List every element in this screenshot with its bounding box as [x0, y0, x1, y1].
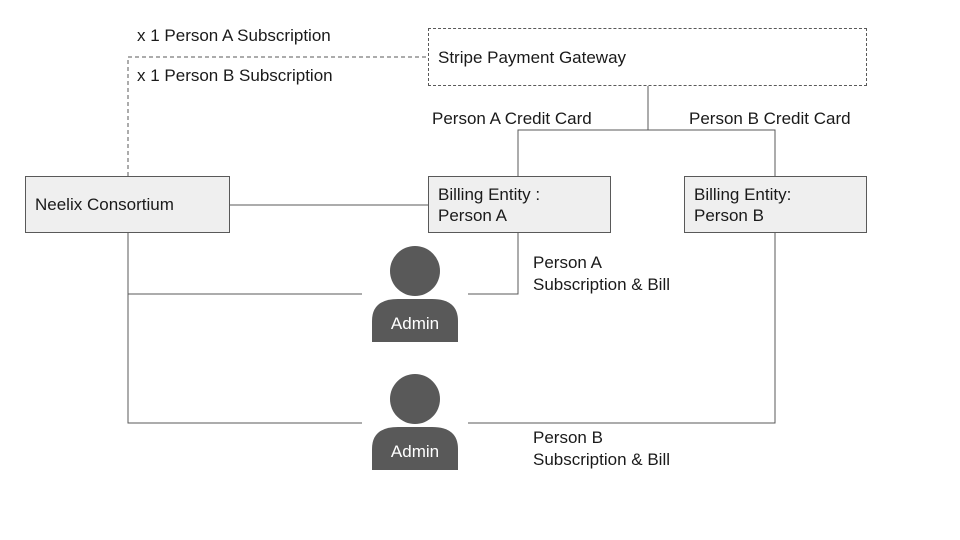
person-a-bill-line1: Person A — [533, 253, 602, 272]
person-b-subscription-label: x 1 Person B Subscription — [137, 66, 333, 85]
admin-person-b: Admin — [371, 371, 459, 471]
person-a-bill-label: Person A Subscription & Bill — [533, 252, 670, 296]
billing-a-admin-connector — [468, 233, 519, 295]
subscription-connector — [127, 56, 428, 176]
person-b-bill-line2: Subscription & Bill — [533, 450, 671, 469]
person-b-bill-line1: Person B — [533, 428, 603, 447]
person-b-bill-label: Person B Subscription & Bill — [533, 427, 670, 471]
neelix-admin-connector — [127, 233, 362, 424]
neelix-consortium-label: Neelix Consortium — [35, 195, 174, 214]
billing-entity-a-line2: Person A — [438, 205, 507, 225]
admin-label: Admin — [390, 442, 440, 461]
billing-entity-b-line1: Billing Entity: — [694, 184, 792, 204]
person-b-credit-card-label: Person B Credit Card — [689, 109, 851, 128]
stripe-gateway-box: Stripe Payment Gateway — [428, 28, 867, 86]
admin-person-a: Admin — [371, 243, 459, 343]
admin-label: Admin — [390, 314, 440, 333]
billing-entity-b-line2: Person B — [694, 205, 764, 225]
billing-entity-a-line1: Billing Entity : — [438, 184, 541, 204]
user-icon — [372, 246, 458, 342]
billing-b-admin-connector — [468, 233, 776, 424]
person-a-credit-card-label: Person A Credit Card — [432, 109, 592, 128]
billing-entity-a-box: Billing Entity : Person A — [428, 176, 611, 233]
stripe-gateway-label: Stripe Payment Gateway — [438, 47, 627, 67]
person-a-bill-line2: Subscription & Bill — [533, 275, 671, 294]
gateway-connector — [517, 86, 776, 176]
billing-entity-b-box: Billing Entity: Person B — [684, 176, 867, 233]
neelix-consortium-box: Neelix Consortium — [25, 176, 230, 233]
person-a-subscription-label: x 1 Person A Subscription — [137, 26, 331, 45]
user-icon — [372, 374, 458, 470]
